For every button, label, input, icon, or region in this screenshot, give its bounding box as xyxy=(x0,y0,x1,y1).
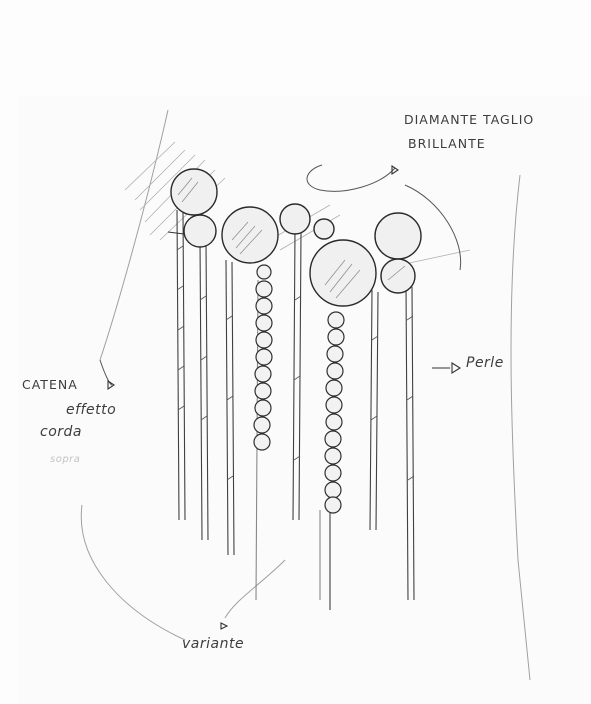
pearl-shading xyxy=(177,177,406,299)
pearls-label: Perle xyxy=(466,355,504,371)
pearl-strand-right xyxy=(324,311,345,514)
chain-label: CATENA xyxy=(22,377,78,392)
leader-lines xyxy=(99,164,462,386)
rope-effect-label-line1: effetto xyxy=(66,402,117,418)
rope-chains xyxy=(176,209,415,610)
diamond-cut-label-line1: DIAMANTE TAGLIO xyxy=(404,112,535,127)
rope-effect-label-line2: corda xyxy=(40,424,82,440)
variant-label: variante xyxy=(182,636,245,652)
pearl-strand-left xyxy=(253,264,273,451)
rope-texture xyxy=(176,245,415,481)
outline-strokes xyxy=(80,109,531,681)
faint-note: sopra xyxy=(50,454,81,465)
large-pearls xyxy=(170,168,422,307)
arrow-markers xyxy=(107,164,462,630)
diamond-cut-label-line2: BRILLANTE xyxy=(408,136,486,151)
paper-background xyxy=(18,96,591,704)
